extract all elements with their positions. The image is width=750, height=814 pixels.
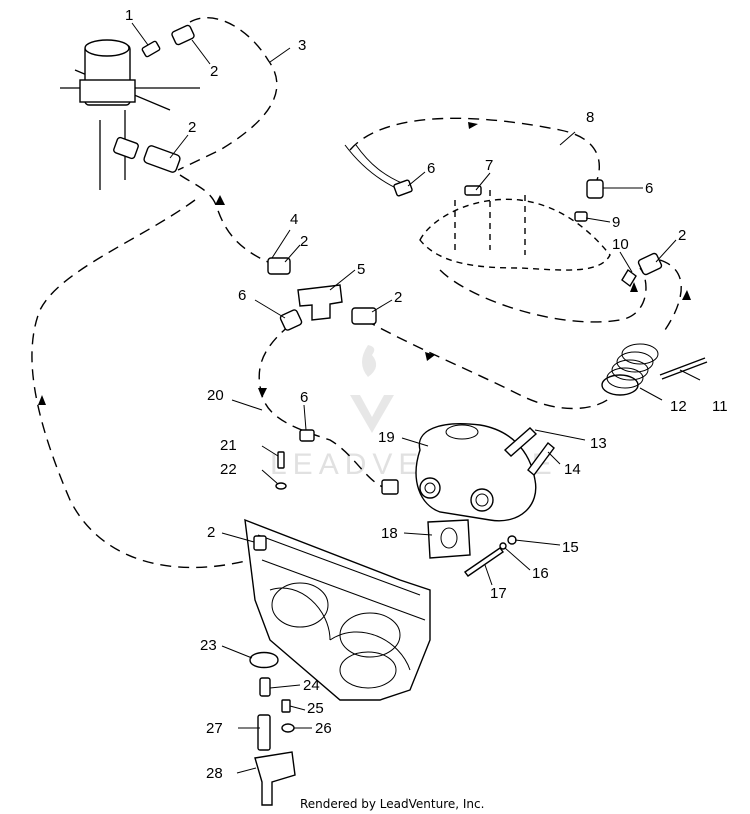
- hose-routing-lines: [31, 17, 691, 569]
- hose-clamp-2-right: [351, 307, 377, 325]
- callout-6-b: 6: [427, 160, 435, 177]
- callout-3: 3: [298, 37, 306, 54]
- callout-17: 17: [490, 585, 507, 602]
- cylinder-block: [244, 518, 431, 701]
- callout-13: 13: [590, 435, 607, 452]
- gasket-18: [427, 519, 471, 559]
- callout-25: 25: [307, 700, 324, 717]
- screw-25: [281, 699, 291, 713]
- fitting-1: [141, 40, 161, 58]
- callout-6-a: 6: [238, 287, 246, 304]
- exhaust-manifold-outline: [419, 190, 611, 271]
- water-pump-housing: [60, 39, 200, 190]
- callout-16: 16: [532, 565, 549, 582]
- callout-6-c: 6: [645, 180, 653, 197]
- callout-2-d: 2: [394, 289, 402, 306]
- cable-tie-11: [659, 357, 708, 380]
- washer-26: [281, 723, 295, 733]
- thermostat-24: [259, 677, 271, 697]
- fitting-10: [621, 268, 637, 288]
- callout-23: 23: [200, 637, 217, 654]
- stud-17: [464, 547, 504, 577]
- callout-18: 18: [381, 525, 398, 542]
- callout-10: 10: [612, 236, 629, 253]
- callout-11: 11: [712, 398, 728, 415]
- callout-2-a: 2: [210, 63, 218, 80]
- callout-12: 12: [670, 398, 687, 415]
- hose-clamp-6-right: [586, 179, 604, 199]
- callout-4: 4: [290, 211, 298, 228]
- washer-22: [275, 482, 287, 490]
- hose-clamp-2-far-right: [637, 252, 663, 276]
- screw-21: [277, 451, 285, 469]
- callout-7: 7: [485, 157, 493, 174]
- tee-fitting-5: [297, 284, 343, 321]
- bolt-14: [527, 441, 555, 477]
- hose-clamp-2-top: [171, 24, 195, 46]
- footer-credit: Rendered by LeadVenture, Inc.: [300, 797, 484, 811]
- hose-clamp-6-left: [279, 309, 303, 331]
- callout-26: 26: [315, 720, 332, 737]
- hose-clamp-2-middle: [267, 257, 291, 275]
- hose-clamp-6-manifold: [393, 179, 413, 197]
- callout-labels: 1 2 3 2 4 2 5 6 2 6 7 8 6 9 10 2 11 12 1…: [125, 7, 728, 782]
- hose-clamp-2-left: [113, 136, 181, 173]
- leader-lines: [131, 22, 701, 774]
- callout-20: 20: [207, 387, 224, 404]
- callout-1: 1: [125, 7, 133, 24]
- callout-21: 21: [220, 437, 237, 454]
- exhaust-manifold-19: [415, 423, 537, 522]
- callout-6-d: 6: [300, 389, 308, 406]
- washer-16: [499, 542, 507, 550]
- washer-15: [507, 535, 517, 545]
- fitting-2-block: [253, 535, 267, 551]
- callout-9: 9: [612, 214, 620, 231]
- spring-27: [257, 714, 271, 751]
- callout-22: 22: [220, 461, 237, 478]
- gasket-23: [249, 651, 279, 669]
- callout-2-e: 2: [678, 227, 686, 244]
- fitting-9: [574, 211, 588, 222]
- callout-27: 27: [206, 720, 223, 737]
- callout-5: 5: [357, 261, 365, 278]
- callout-19: 19: [378, 429, 395, 446]
- callout-2-b: 2: [188, 119, 196, 136]
- callout-8: 8: [586, 109, 594, 126]
- callout-15: 15: [562, 539, 579, 556]
- callout-24: 24: [303, 677, 320, 694]
- callout-2-c: 2: [300, 233, 308, 250]
- callout-28: 28: [206, 765, 223, 782]
- spring-12: [601, 343, 659, 396]
- bolt-13: [503, 427, 538, 457]
- callout-2-f: 2: [207, 524, 215, 541]
- hose-clamp-6-block: [299, 429, 399, 495]
- callout-14: 14: [564, 461, 581, 478]
- housing-28: [254, 751, 296, 806]
